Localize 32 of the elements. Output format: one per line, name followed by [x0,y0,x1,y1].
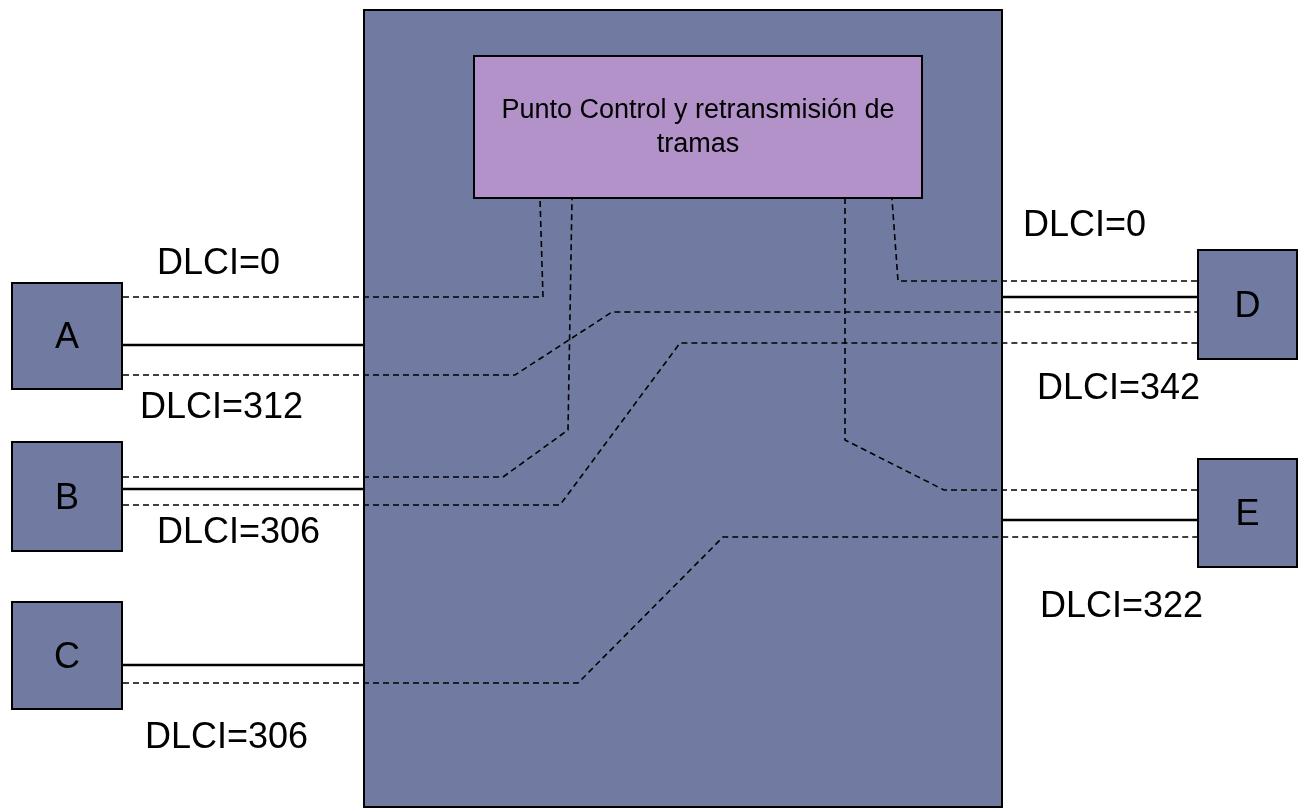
dashed-connector [122,342,1198,506]
node-label: C [54,637,80,674]
dashed-connector [844,198,1198,491]
node-label: A [55,318,79,354]
connector-line [123,663,363,667]
dashed-connector [122,198,544,298]
node-label: B [55,478,79,515]
connector-line [123,487,363,491]
dlci-label: DLCI=306 [145,718,309,754]
node-box [1197,458,1298,568]
connector-line [1003,295,1197,299]
node-box [1197,249,1298,360]
dlci-label: DLCI=0 [1023,206,1147,242]
node-box [11,601,123,710]
dlci-label: DLCI=306 [157,513,321,549]
dashed-connector [122,536,1198,684]
dlci-label: DLCI=342 [1037,369,1201,405]
node-label: D [1234,286,1261,323]
dashed-connector [891,198,1198,282]
control-box [473,55,923,199]
dlci-label: DLCI=0 [157,244,281,280]
connector-line [123,343,363,347]
node-label: E [1235,495,1260,531]
dashed-connector [122,198,573,478]
connector-line [1003,518,1197,522]
network-box [363,9,1003,808]
node-label: Punto Control y retransmisión de tramas [500,93,896,160]
dlci-label: DLCI=312 [140,388,304,424]
dashed-connector [122,311,1198,376]
dlci-label: DLCI=322 [1040,587,1204,623]
node-box [11,441,123,552]
node-box [11,282,123,390]
